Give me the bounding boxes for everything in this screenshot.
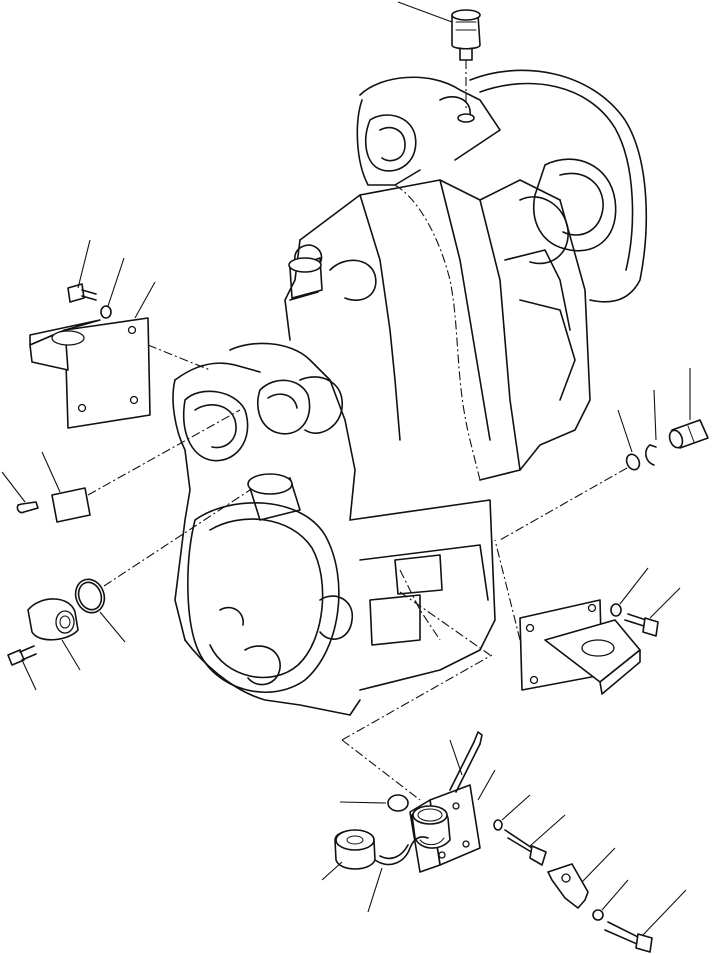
strainer-cap bbox=[334, 829, 376, 870]
o-ring bbox=[74, 578, 106, 614]
clamp bbox=[547, 863, 589, 909]
transmission-housing bbox=[172, 69, 648, 716]
cap-bolt bbox=[7, 645, 37, 666]
valve-o-ring bbox=[387, 794, 409, 812]
valve-bolt bbox=[504, 829, 547, 866]
plate-screw bbox=[16, 501, 39, 514]
dipstick bbox=[449, 731, 483, 793]
cover-plate bbox=[51, 487, 91, 523]
leader-line bbox=[397, 1, 453, 23]
right-bracket-bolt bbox=[624, 613, 659, 637]
breather-cap bbox=[451, 9, 481, 61]
right-bracket-washer bbox=[610, 603, 622, 617]
right-mount-bracket bbox=[519, 599, 641, 695]
breather-port bbox=[457, 113, 475, 123]
clamp-washer bbox=[592, 909, 604, 921]
retaining-wire bbox=[374, 836, 429, 866]
left-mount-bracket bbox=[29, 317, 151, 429]
ring bbox=[625, 453, 641, 471]
snap-ring bbox=[645, 444, 655, 466]
end-cap bbox=[27, 598, 79, 641]
clamp-bolt bbox=[604, 921, 653, 953]
valve-washer bbox=[493, 819, 503, 831]
filter-element bbox=[411, 805, 451, 849]
left-bracket-bolt bbox=[67, 283, 97, 303]
left-bracket-washer bbox=[100, 305, 112, 319]
plug bbox=[668, 419, 709, 449]
